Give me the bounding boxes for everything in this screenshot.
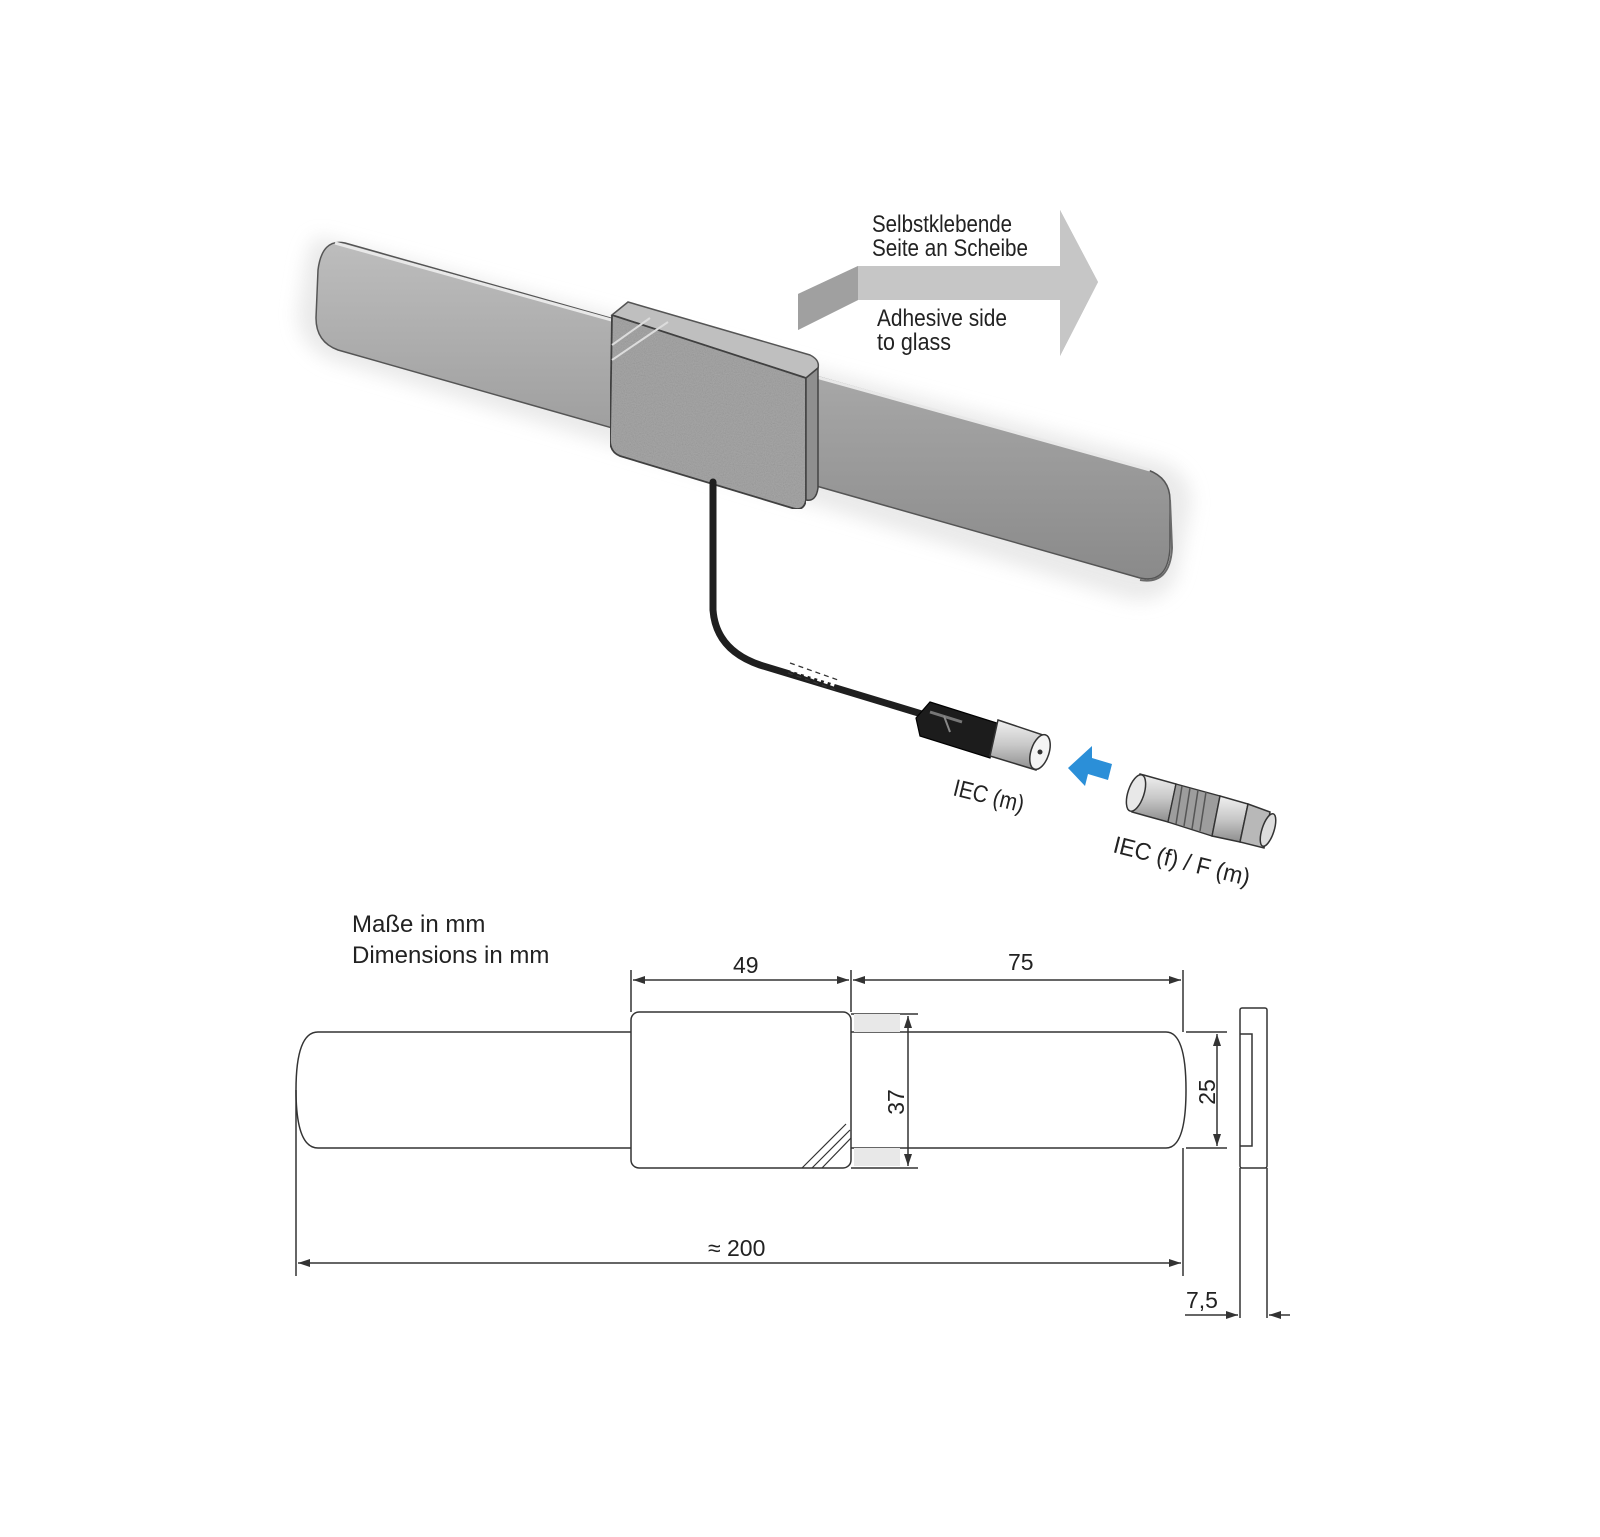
adhesive-direction-arrow <box>798 210 1098 356</box>
strip-outline <box>295 1031 1187 1149</box>
box-outline <box>630 1011 852 1169</box>
adhesive-label-de-1: Selbstklebende <box>872 211 1012 238</box>
amplifier-box <box>609 301 820 510</box>
adhesive-label-de-2: Seite an Scheibe <box>872 235 1028 262</box>
dim-strip-height: 25 <box>1194 1079 1220 1105</box>
iec-male-plug <box>915 701 1051 771</box>
coax-cable <box>709 478 929 719</box>
dimension-drawing <box>295 970 1290 1318</box>
adhesive-label-en-2: to glass <box>877 329 951 356</box>
dimension-arrowheads <box>298 976 1281 1319</box>
antenna-3d-illustration: Selbstklebende Seite an Scheibe Adhesive… <box>298 210 1277 892</box>
dim-side-length: 75 <box>1008 949 1034 975</box>
dims-title-de: Maße in mm <box>352 911 485 938</box>
connector-male-label: IEC (m) <box>951 775 1027 819</box>
iec-f-adapter <box>1125 773 1277 849</box>
side-view <box>1239 1007 1268 1169</box>
dim-box-height: 37 <box>883 1089 909 1115</box>
dims-title-en: Dimensions in mm <box>352 942 549 969</box>
dim-box-width: 49 <box>733 952 759 978</box>
dim-thickness: 7,5 <box>1186 1287 1218 1313</box>
insert-arrow-icon <box>1068 746 1112 786</box>
adhesive-label-en-1: Adhesive side <box>877 305 1007 332</box>
dim-total-length: ≈ 200 <box>708 1235 765 1261</box>
